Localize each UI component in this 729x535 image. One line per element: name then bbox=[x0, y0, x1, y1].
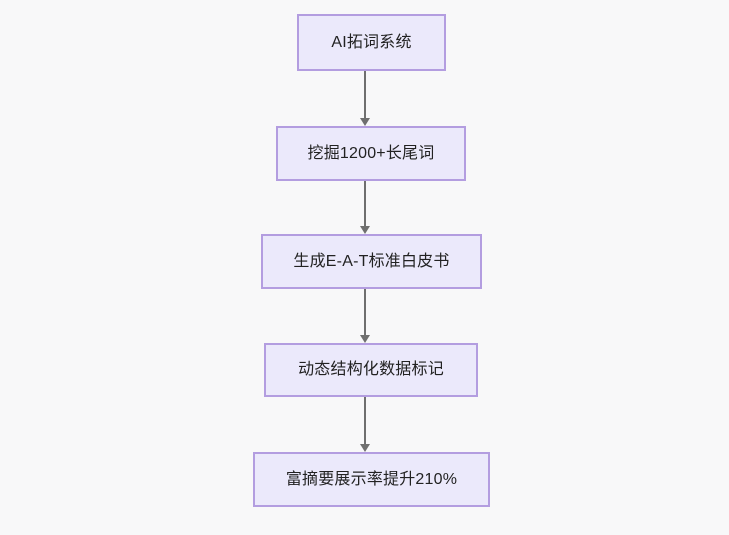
flowchart-node-label: 挖掘1200+长尾词 bbox=[307, 144, 435, 162]
flowchart-node-ai-keyword-system[interactable]: AI拓词系统 bbox=[297, 14, 446, 71]
edge-line bbox=[363, 71, 366, 118]
flowchart-node-rich-snippet-impression-lift[interactable]: 富摘要展示率提升210% bbox=[253, 452, 490, 507]
arrowhead-icon bbox=[359, 118, 370, 126]
flowchart-node-label: 富摘要展示率提升210% bbox=[285, 470, 458, 488]
arrowhead-icon bbox=[359, 335, 370, 343]
flowchart-node-generate-eat-whitepaper[interactable]: 生成E-A-T标准白皮书 bbox=[261, 234, 482, 289]
flowchart-edge-n3-n4 bbox=[358, 289, 372, 343]
flowchart-node-label: 生成E-A-T标准白皮书 bbox=[293, 252, 450, 270]
edge-line bbox=[363, 181, 366, 226]
edge-line bbox=[363, 397, 366, 444]
flowchart-edge-n1-n2 bbox=[358, 71, 372, 126]
flowchart-node-label: 动态结构化数据标记 bbox=[298, 361, 444, 378]
arrowhead-icon bbox=[359, 444, 370, 452]
flowchart-node-dynamic-structured-data-markup[interactable]: 动态结构化数据标记 bbox=[264, 343, 478, 397]
flowchart-edge-n4-n5 bbox=[358, 397, 372, 452]
flowchart-edge-n2-n3 bbox=[358, 181, 372, 234]
flowchart-node-label: AI拓词系统 bbox=[331, 33, 412, 51]
arrowhead-icon bbox=[359, 226, 370, 234]
edge-line bbox=[363, 289, 366, 335]
flowchart-node-mine-longtail-keywords[interactable]: 挖掘1200+长尾词 bbox=[276, 126, 466, 181]
